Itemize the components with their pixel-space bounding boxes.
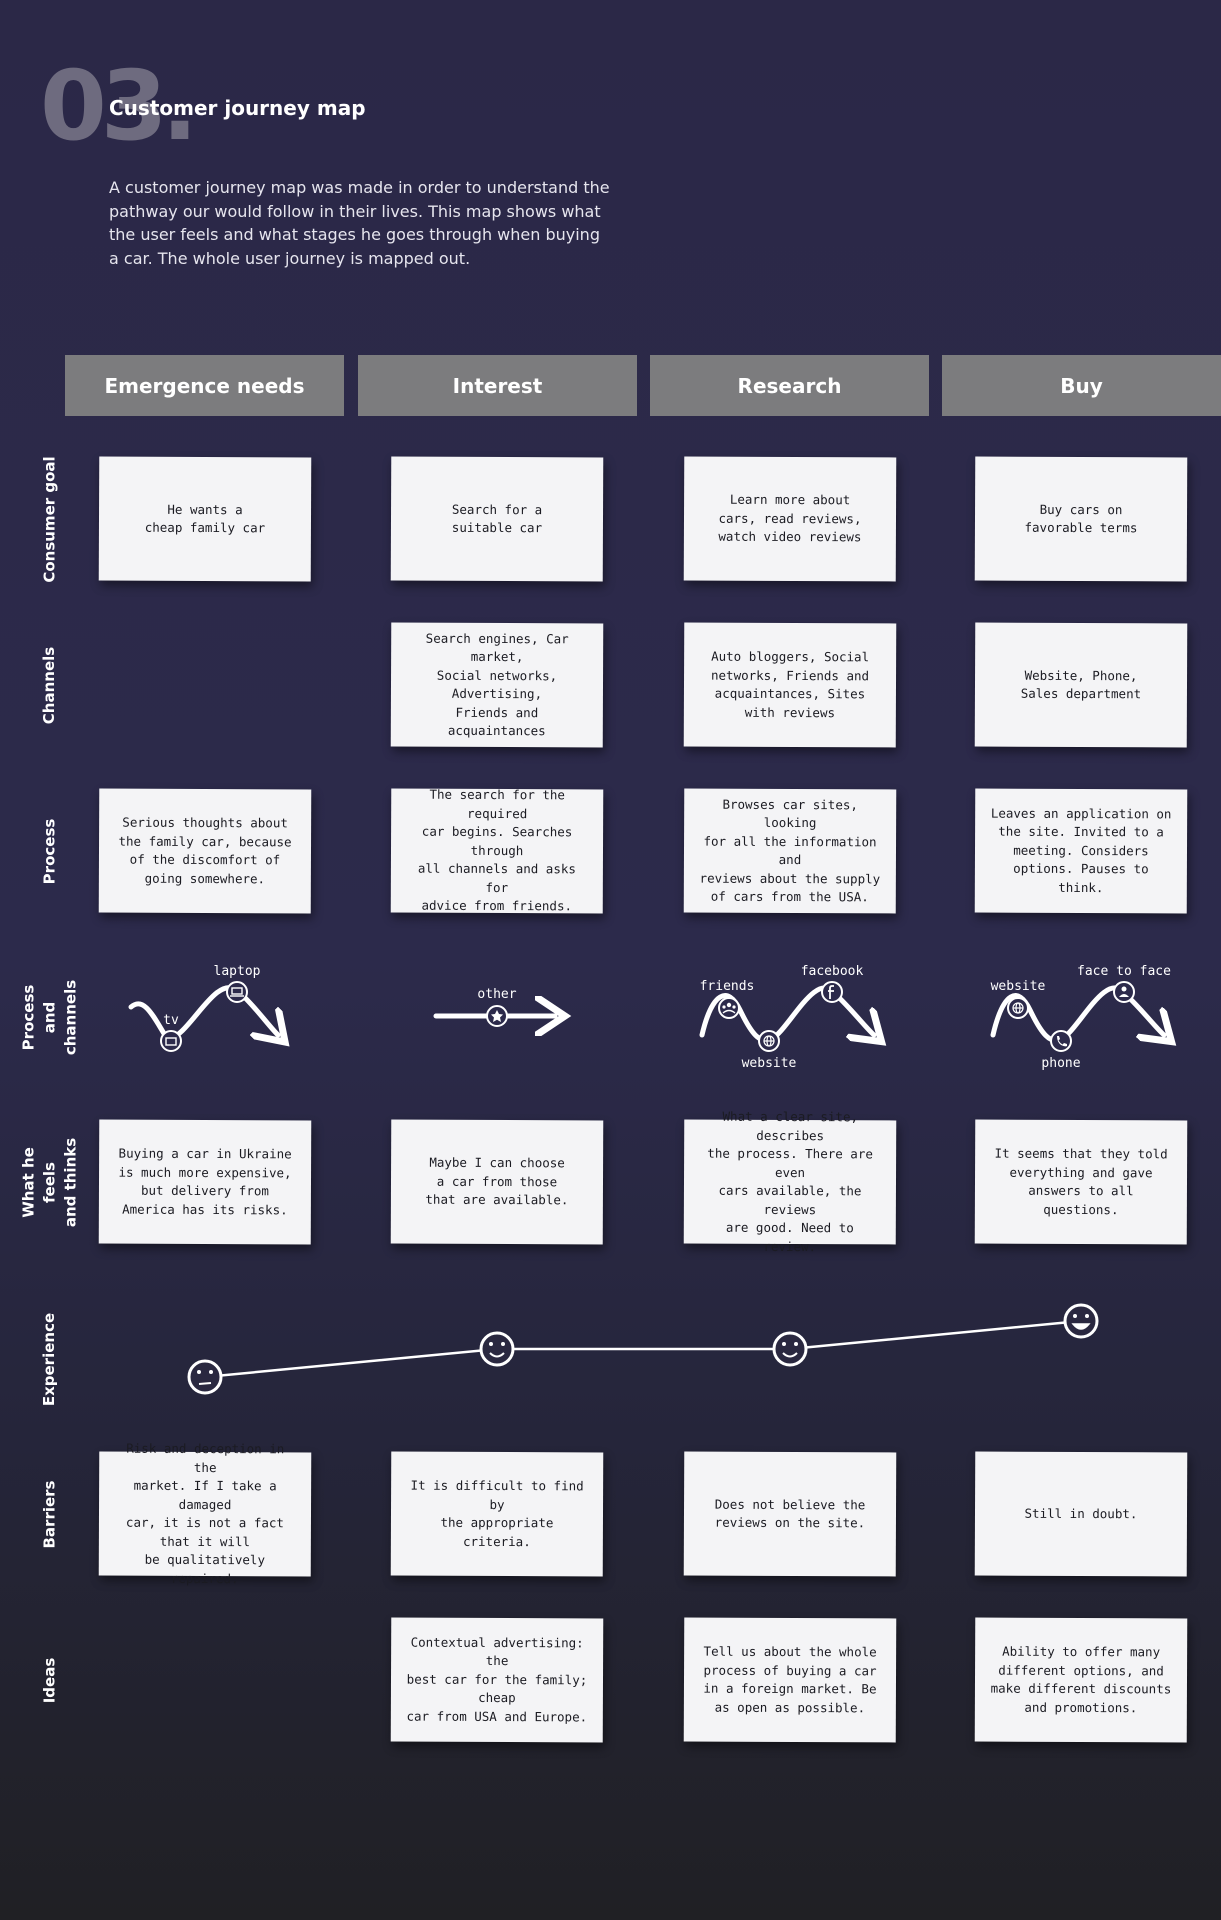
experience-line xyxy=(204,1319,1082,1379)
flow-label-tv: tv xyxy=(163,1013,179,1028)
flow-label-laptop: laptop xyxy=(214,964,261,979)
experience-happy-icon xyxy=(479,1331,515,1367)
star-icon xyxy=(486,1005,508,1027)
flow-label-phone: phone xyxy=(1041,1056,1080,1071)
experience-neutral-icon xyxy=(187,1359,223,1395)
phone-icon xyxy=(1050,1030,1072,1052)
experience-happy-icon xyxy=(772,1331,808,1367)
flow-label-other: other xyxy=(477,987,516,1002)
stage-header-emergence-needs: Emergence needs xyxy=(65,355,344,416)
experience-very-happy-icon xyxy=(1063,1303,1099,1339)
flow-label-friends: friends xyxy=(700,979,755,994)
stage-header-buy: Buy xyxy=(942,355,1221,416)
person-icon xyxy=(1113,981,1135,1003)
facebook-icon xyxy=(821,981,843,1003)
flow-label-facebook: facebook xyxy=(801,964,864,979)
people-icon xyxy=(718,997,740,1019)
flow-label-website: website xyxy=(742,1056,797,1071)
tv-icon xyxy=(160,1030,182,1052)
globe-icon xyxy=(1007,997,1029,1019)
flow-label-website-buy: website xyxy=(991,979,1046,994)
flow-label-face-to-face: face to face xyxy=(1077,964,1171,979)
intro-paragraph: A customer journey map was made in order… xyxy=(109,178,610,268)
stage-header-research: Research xyxy=(650,355,929,416)
globe-icon xyxy=(758,1030,780,1052)
page-title: Customer journey map xyxy=(109,96,366,120)
flow-line-emergence xyxy=(128,985,278,1040)
stage-header-interest: Interest xyxy=(358,355,637,416)
laptop-icon xyxy=(226,981,248,1003)
section-number: 03. xyxy=(40,50,198,162)
